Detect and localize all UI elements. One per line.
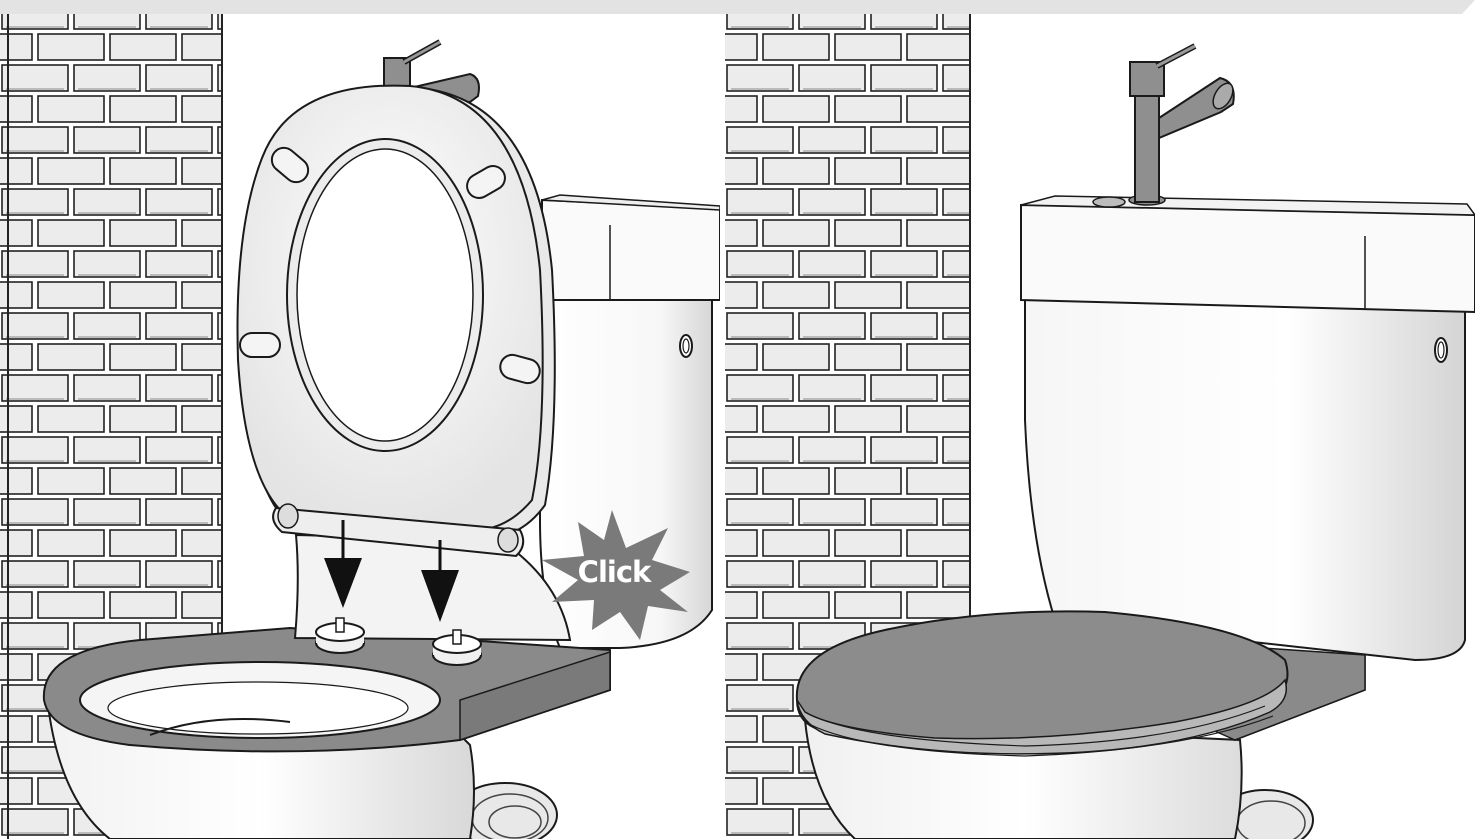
step-panel-seat-down [725, 0, 1475, 839]
raised-seat [238, 86, 555, 556]
step-panel-seat-up [0, 0, 720, 839]
cistern [1021, 196, 1475, 660]
lowered-seat [797, 611, 1288, 756]
faucet [1129, 46, 1237, 205]
click-callout-label: Click [574, 554, 654, 590]
